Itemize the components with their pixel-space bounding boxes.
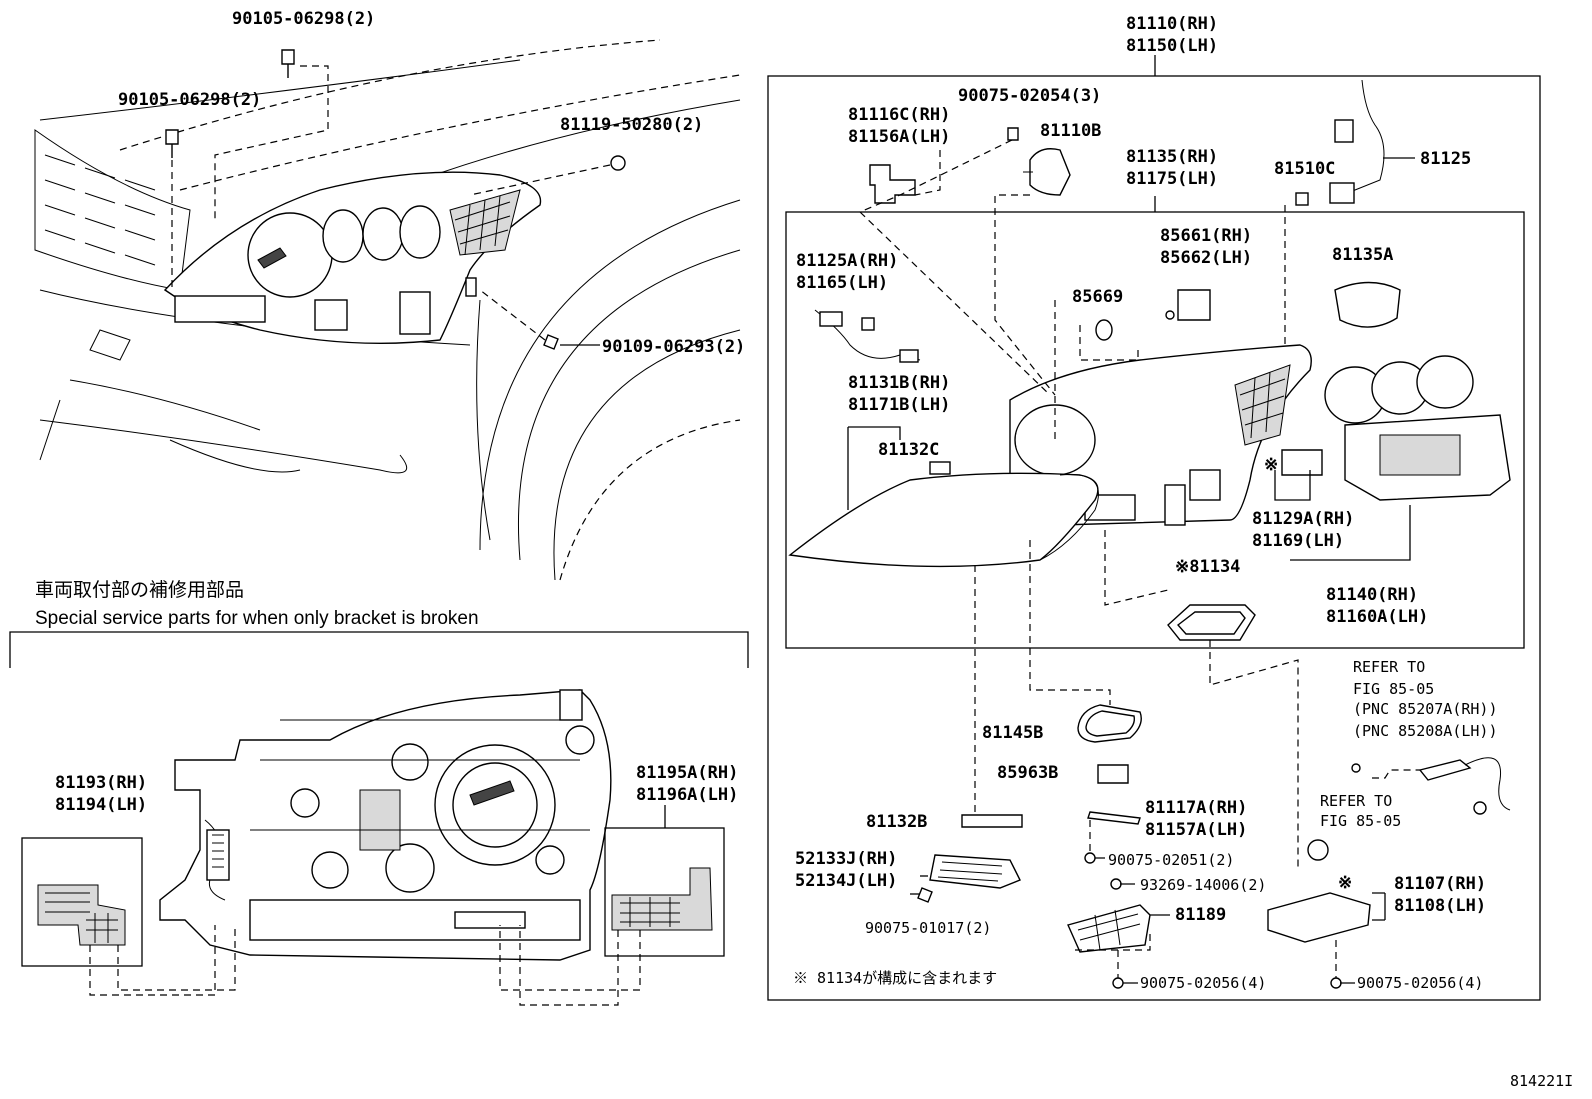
label-81110: 81110(RH): [1126, 14, 1218, 34]
label-81194: 81194(LH): [55, 795, 147, 815]
service-title-jp: 車両取付部の補修用部品: [35, 579, 244, 601]
label-90075-01017: 90075-01017(2): [865, 919, 991, 937]
refer-fig-85-05-b-line2: FIG 85-05: [1320, 812, 1401, 830]
label-90105-06298-top: 90105-06298(2): [232, 9, 375, 29]
label-81140: 81140(RH): [1326, 585, 1418, 605]
figure-id: 814221I: [1510, 1072, 1573, 1090]
refer-fig-85-05-a-line4: (PNC 85208A(LH)): [1353, 722, 1498, 740]
vehicle-front-illustration: [34, 39, 741, 581]
label-90075-02054: 90075-02054(3): [958, 86, 1101, 106]
label-85662: 85662(LH): [1160, 248, 1252, 268]
label-81175: 81175(LH): [1126, 169, 1218, 189]
footnote-81134: ※ 81134が構成に含まれます: [793, 969, 997, 987]
label-81132B: 81132B: [866, 812, 927, 832]
label-81169: 81169(LH): [1252, 531, 1344, 551]
label-52133J: 52133J(RH): [795, 849, 897, 869]
refer-fig-85-05-a-line2: FIG 85-05: [1353, 680, 1434, 698]
assembly-outer-frame: [767, 75, 1541, 1001]
label-81116C: 81116C(RH): [848, 105, 950, 125]
label-81107: 81107(RH): [1394, 874, 1486, 894]
label-90105-06298-left: 90105-06298(2): [118, 90, 261, 110]
label-90075-02051: 90075-02051(2): [1108, 851, 1234, 869]
label-81132C: 81132C: [878, 440, 939, 460]
mark-81129A: ※: [1264, 455, 1278, 475]
label-90109-06293: 90109-06293(2): [602, 337, 745, 357]
label-81131B: 81131B(RH): [848, 373, 950, 393]
label-81171B: 81171B(LH): [848, 395, 950, 415]
label-81156A: 81156A(LH): [848, 127, 950, 147]
assembly-leaders: [847, 139, 1420, 984]
label-81157A: 81157A(LH): [1145, 820, 1247, 840]
service-bracket-frame: [9, 631, 749, 668]
refer-fig-85-05-a-line3: (PNC 85207A(RH)): [1353, 700, 1498, 718]
label-81125: 81125: [1420, 149, 1471, 169]
refer-fig-85-05-a-line1: REFER TO: [1353, 658, 1425, 676]
label-81195A: 81195A(RH): [636, 763, 738, 783]
label-81108: 81108(LH): [1394, 896, 1486, 916]
label-90075-02056-a: 90075-02056(4): [1140, 974, 1266, 992]
label-93269-14006: 93269-14006(2): [1140, 876, 1266, 894]
label-81196A: 81196A(LH): [636, 785, 738, 805]
bracket-right-part: [611, 867, 713, 931]
label-81134: ※81134: [1175, 557, 1240, 577]
label-81145B: 81145B: [982, 723, 1043, 743]
label-85963B: 85963B: [997, 763, 1058, 783]
label-81510C: 81510C: [1274, 159, 1335, 179]
bracket-left-part: [37, 884, 126, 946]
label-52134J: 52134J(LH): [795, 871, 897, 891]
refer-fig-85-05-b-line1: REFER TO: [1320, 792, 1392, 810]
label-81117A: 81117A(RH): [1145, 798, 1247, 818]
label-81189: 81189: [1175, 905, 1226, 925]
bracket-box-left: [21, 837, 143, 967]
label-81135A: 81135A: [1332, 245, 1393, 265]
headlamp-rear-view: [159, 689, 612, 961]
label-85669: 85669: [1072, 287, 1123, 307]
label-81135: 81135(RH): [1126, 147, 1218, 167]
label-81110B: 81110B: [1040, 121, 1101, 141]
label-90075-02056-b: 90075-02056(4): [1357, 974, 1483, 992]
service-title-en: Special service parts for when only brac…: [35, 608, 479, 629]
mark-81107: ※: [1338, 873, 1352, 893]
label-81165: 81165(LH): [796, 273, 888, 293]
label-81119-50280: 81119-50280(2): [560, 115, 703, 135]
label-81129A: 81129A(RH): [1252, 509, 1354, 529]
label-81193: 81193(RH): [55, 773, 147, 793]
label-85661: 85661(RH): [1160, 226, 1252, 246]
label-81150: 81150(LH): [1126, 36, 1218, 56]
assembly-parts: [788, 79, 1511, 989]
label-81160A: 81160A(LH): [1326, 607, 1428, 627]
label-81125A: 81125A(RH): [796, 251, 898, 271]
